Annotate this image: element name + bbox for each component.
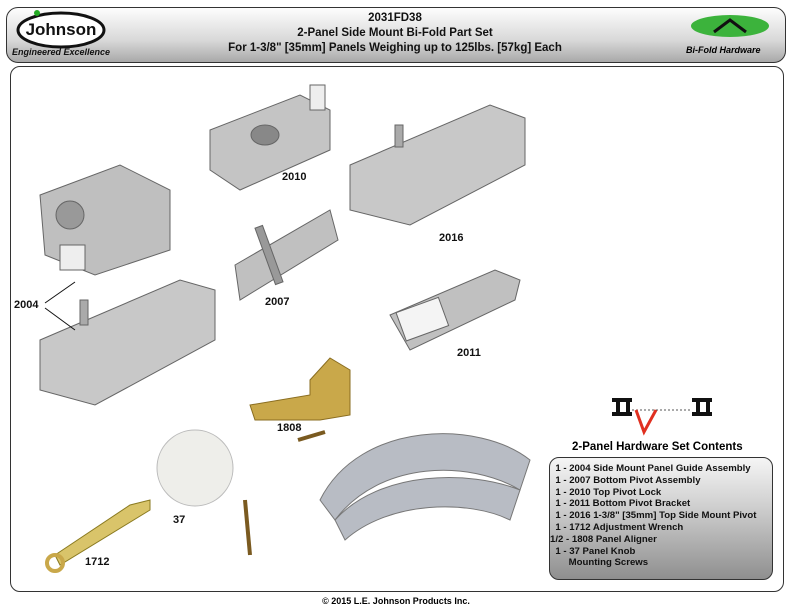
- part-2004-guide: [39, 164, 171, 276]
- part-2007: [234, 209, 339, 301]
- contents-list: 1 - 2004 Side Mount Panel Guide Assembly…: [549, 457, 773, 580]
- list-item: 1 - 2011 Bottom Pivot Bracket: [550, 498, 691, 510]
- svg-text:Johnson: Johnson: [26, 20, 97, 39]
- screws-pile: [319, 433, 531, 541]
- list-item: 1 - 1712 Adjustment Wrench: [550, 521, 684, 533]
- part-1808: [249, 357, 351, 421]
- part-1712-wrench: [45, 499, 151, 573]
- contents-title: 2-Panel Hardware Set Contents: [572, 441, 743, 453]
- part-2016: [349, 104, 526, 226]
- label-1808: 1808: [277, 422, 302, 434]
- bifold-icon: [691, 15, 769, 37]
- page-title: 2031FD38 2-Panel Side Mount Bi-Fold Part …: [180, 11, 610, 56]
- label-2011: 2011: [457, 347, 481, 359]
- footer-copyright: © 2015 L.E. Johnson Products Inc.: [322, 596, 470, 606]
- header-bar: [6, 7, 786, 63]
- list-item: 1 - 2007 Bottom Pivot Assembly: [550, 474, 701, 486]
- list-item: Mounting Screws: [550, 557, 649, 569]
- tagline: Engineered Excellence: [12, 47, 111, 57]
- part-2010: [209, 84, 331, 191]
- category-label: Bi-Fold Hardware: [686, 45, 761, 55]
- label-2010: 2010: [282, 171, 307, 183]
- subtitle: For 1-3/8" [35mm] Panels Weighing up to …: [228, 42, 562, 54]
- part-2011: [389, 269, 521, 351]
- arrows-2004: [44, 281, 76, 331]
- list-item: 1 - 2010 Top Pivot Lock: [550, 486, 662, 498]
- label-2016: 2016: [439, 232, 464, 244]
- list-item: 1 - 2004 Side Mount Panel Guide Assembly: [550, 463, 751, 474]
- part-number: 2031FD38: [368, 12, 422, 24]
- label-2007: 2007: [265, 296, 290, 308]
- list-item: 1 - 37 Panel Knob: [550, 545, 636, 557]
- panel-diagram-icon: [612, 398, 712, 436]
- title: 2-Panel Side Mount Bi-Fold Part Set: [297, 27, 493, 39]
- label-2004: 2004: [14, 299, 39, 311]
- label-37: 37: [173, 514, 186, 526]
- part-2004-bracket: [39, 279, 216, 406]
- list-item: 1 - 2016 1-3/8" [35mm] Top Side Mount Pi…: [550, 510, 757, 522]
- list-item: 1/2 - 1808 Panel Aligner: [550, 533, 657, 545]
- small-screws: [243, 430, 326, 556]
- part-37-knob: [156, 429, 234, 507]
- label-1712: 1712: [85, 556, 110, 568]
- johnson-logo: Johnson: [16, 10, 106, 49]
